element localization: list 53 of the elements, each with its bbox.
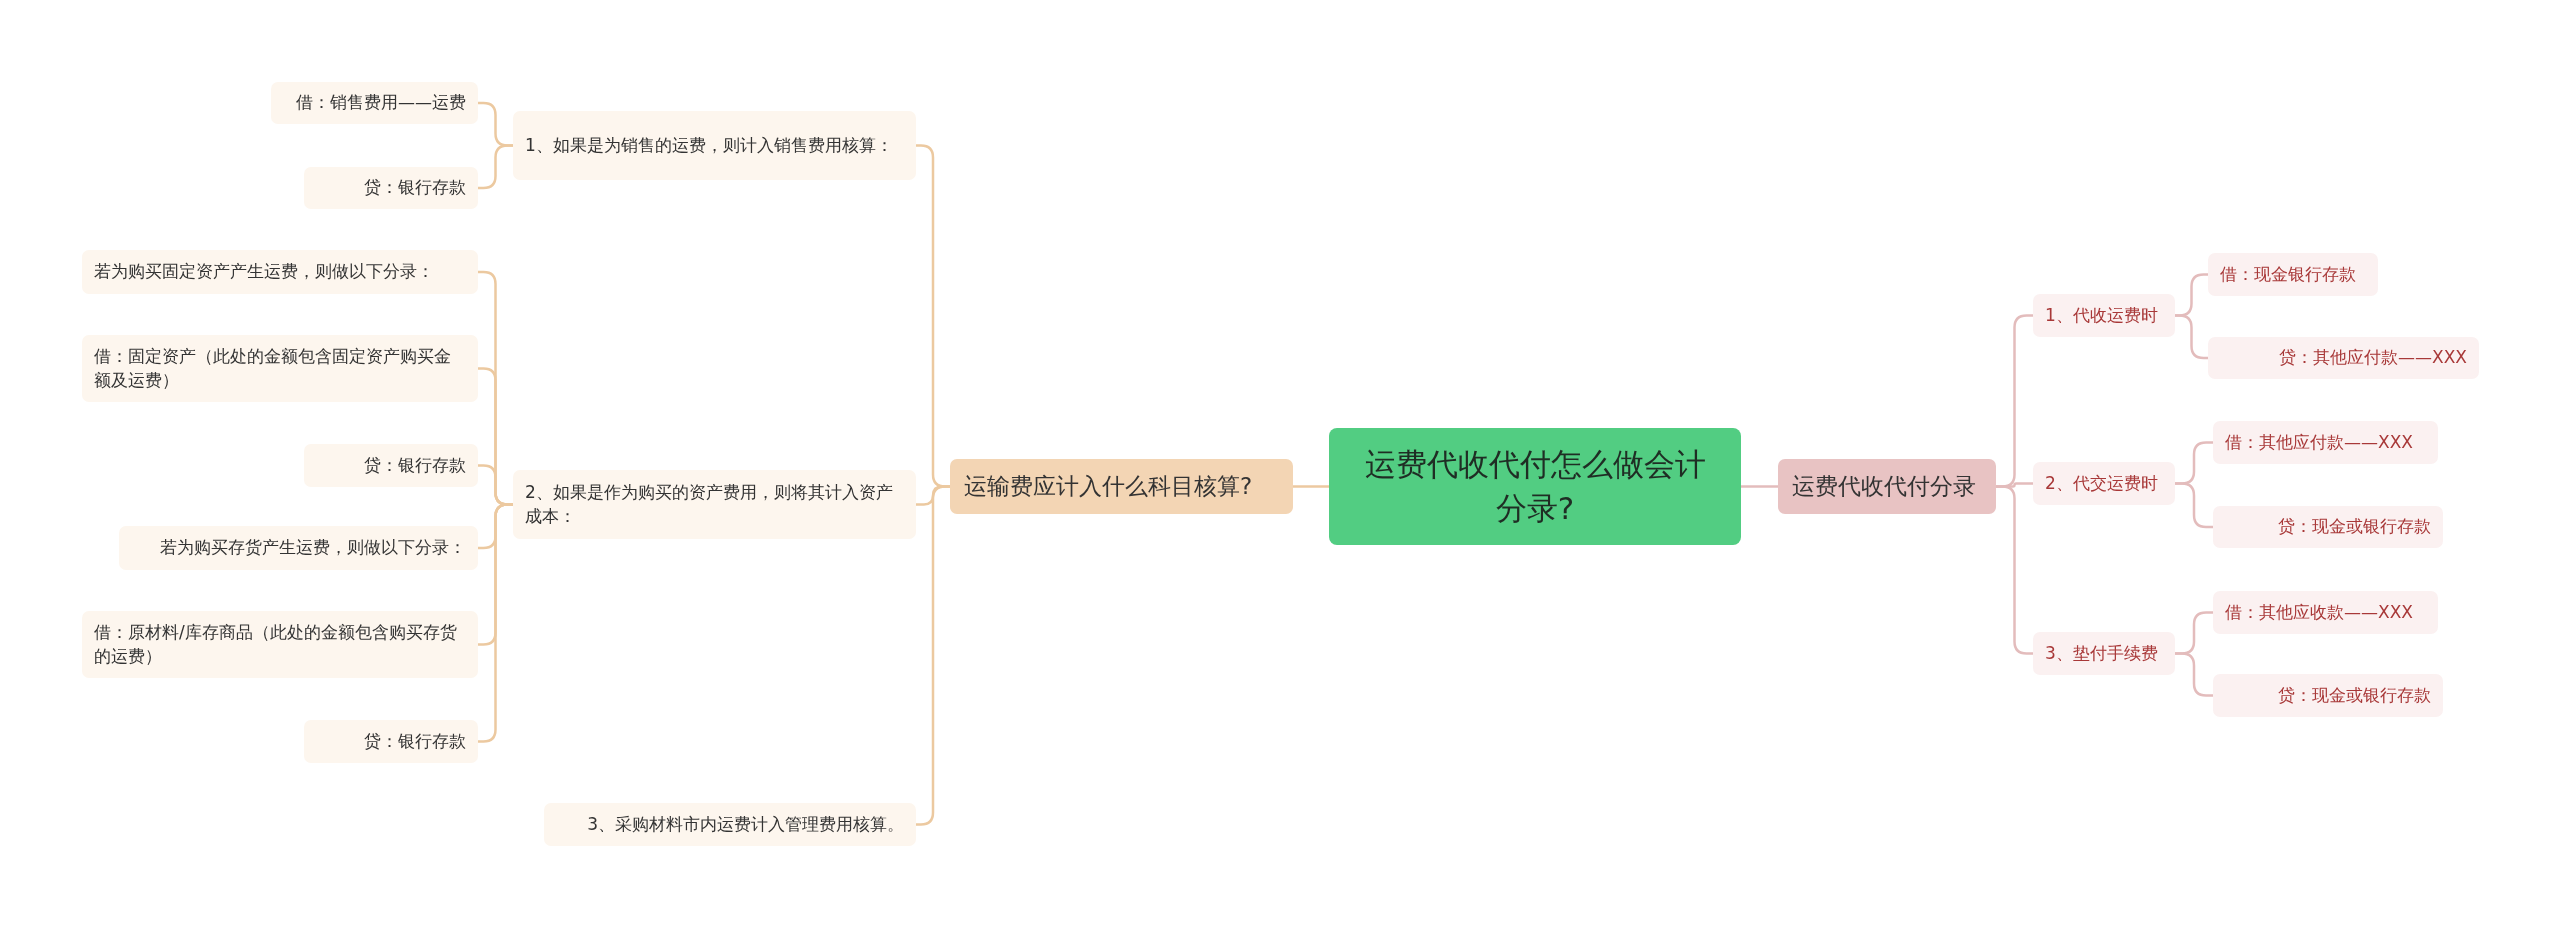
subtopic-box <box>82 250 478 294</box>
topic-text: 贷：现金或银行存款 <box>2278 515 2431 539</box>
topic-text: 若为购买存货产生运费，则做以下分录： <box>160 536 466 560</box>
topic-text: 借：原材料/库存商品（此处的金额包含购买存货的运费） <box>94 620 458 668</box>
subtopic-box <box>2213 506 2443 548</box>
subtopic-box <box>304 444 478 487</box>
topic-text: 借：其他应付款——XXX <box>2225 430 2413 454</box>
topic-text: 贷：其他应付款——XXX <box>2279 346 2467 370</box>
topic-text: 1、如果是为销售的运费，则计入销售费用核算： <box>525 133 893 157</box>
subtopic-box <box>271 82 478 124</box>
topic-text: 贷：银行存款 <box>364 176 466 200</box>
topic-text: 2、代交运费时 <box>2045 471 2158 495</box>
subtopic-box <box>82 335 478 402</box>
topic-text: 若为购买固定资产产生运费，则做以下分录： <box>94 260 434 284</box>
connector-line <box>2175 652 2213 697</box>
connector-line <box>2175 314 2208 360</box>
connector-line <box>1996 485 2033 655</box>
topic-text: 借：其他应收款——XXX <box>2225 600 2413 624</box>
topic-text: 贷：银行存款 <box>364 729 466 753</box>
topic-text: 贷：现金或银行存款 <box>2278 683 2431 707</box>
main-topic <box>950 459 1293 514</box>
subtopic-box <box>2033 462 2175 505</box>
subtopic-box <box>2208 337 2479 379</box>
subtopic-box <box>2213 421 2438 464</box>
topic-text: 3、采购材料市内运费计入管理费用核算。 <box>587 812 904 836</box>
subtopic-box <box>2033 632 2175 675</box>
subtopic-box <box>2213 674 2443 717</box>
subtopic-box <box>513 111 916 180</box>
central-topic <box>1329 428 1741 545</box>
topic-text: 1、代收运费时 <box>2045 303 2158 327</box>
subtopic-box <box>2213 591 2438 634</box>
subtopic-box <box>82 611 478 678</box>
topic-text: 借：销售费用——运费 <box>296 91 466 115</box>
connector-line <box>478 144 513 190</box>
connector-line <box>2175 482 2213 529</box>
topic-text: 借：固定资产（此处的金额包含固定资产购买金额及运费） <box>94 344 452 392</box>
connector-line <box>1741 485 1778 488</box>
subtopic-box <box>513 470 916 539</box>
subtopic-box <box>2208 253 2378 296</box>
subtopic-box <box>119 526 478 570</box>
topic-text: 运费代收代付怎么做会计分录? <box>1363 445 1707 528</box>
subtopic-box <box>304 167 478 209</box>
subtopic-box <box>304 720 478 763</box>
main-topic <box>1778 459 1996 514</box>
topic-text: 运输费应计入什么科目核算? <box>964 472 1253 502</box>
topic-text: 借：现金银行存款 <box>2220 262 2356 286</box>
subtopic-box <box>2033 294 2175 337</box>
connector-line <box>1293 485 1329 488</box>
topic-text: 3、垫付手续费 <box>2045 641 2158 665</box>
topic-text: 2、如果是作为购买的资产费用，则将其计入资产成本： <box>525 480 894 528</box>
subtopic-box <box>544 803 916 846</box>
topic-text: 运费代收代付分录 <box>1792 472 1976 502</box>
topic-text: 贷：银行存款 <box>364 453 466 477</box>
